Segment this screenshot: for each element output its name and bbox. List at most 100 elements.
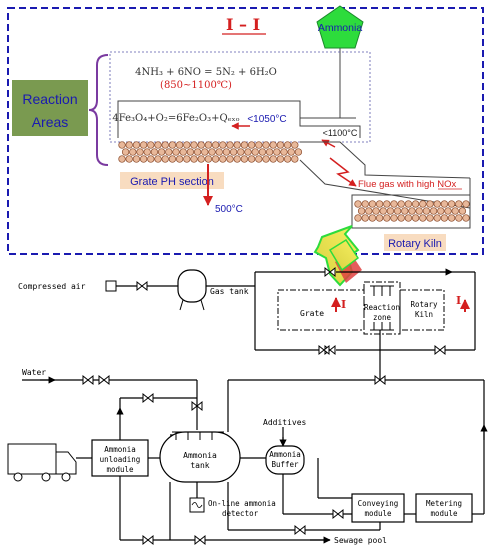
top-panel-border: [7, 7, 484, 255]
pellet: [273, 148, 281, 156]
pellet: [429, 207, 438, 215]
pellet: [294, 148, 303, 156]
metering-module: [415, 493, 473, 523]
pellet: [265, 148, 274, 156]
reaction-areas-box: [12, 80, 88, 136]
pellet: [233, 141, 241, 149]
pellet: [262, 141, 270, 149]
pellet: [197, 155, 205, 163]
pellet: [219, 155, 227, 163]
temp-500: 500°C: [215, 204, 243, 215]
pellet: [247, 141, 256, 149]
flue-gas-label: Flue gas with high NOx: [358, 179, 456, 190]
valve-icon: [332, 508, 344, 520]
pellet: [287, 148, 295, 156]
pellet: [168, 141, 177, 149]
grate-ph-label: Grate PH section: [130, 176, 214, 188]
pellet: [226, 155, 234, 163]
reaction-zone-line1: Reaction: [364, 303, 400, 312]
rotary-kiln-small-line2: Kiln: [415, 310, 433, 319]
pellet: [368, 214, 377, 222]
pellet: [379, 207, 387, 215]
pellet: [147, 155, 155, 163]
pellet: [437, 207, 445, 215]
reaction-areas-line2: Areas: [32, 114, 69, 130]
pellet: [447, 200, 456, 208]
pellet: [280, 148, 288, 156]
pellet: [426, 214, 434, 222]
tank-spray-header: [172, 431, 224, 440]
pellet: [458, 207, 467, 215]
ammonia-buffer-line1: Ammonia: [269, 450, 301, 459]
pellet: [240, 155, 249, 163]
pellet: [172, 148, 180, 156]
pellet: [269, 155, 277, 163]
pellet: [451, 207, 459, 215]
pellet: [204, 141, 213, 149]
pellet: [411, 214, 420, 222]
valve-icon: [318, 344, 330, 356]
injection-nozzles: [370, 285, 394, 331]
pellet: [368, 200, 377, 208]
air-filter-icon: [105, 280, 117, 292]
ammonia-tank-line1: Ammonia: [183, 451, 217, 460]
pellet: [390, 200, 398, 208]
equation-nox: 4NH₃ + 6NO = 5N₂ + 6H₂O: [135, 67, 277, 78]
pellet: [244, 148, 252, 156]
pellet: [136, 148, 144, 156]
pellet: [386, 207, 395, 215]
online-detector-line2: detector: [222, 509, 259, 518]
valve-icon: [191, 400, 203, 412]
tanker-truck-icon: [7, 443, 77, 482]
pellet: [462, 214, 470, 222]
pellet: [240, 141, 249, 149]
pellet: [147, 141, 155, 149]
grate-hood-outline: [117, 100, 361, 138]
pellet: [168, 155, 177, 163]
gas-tank-leg-left: [179, 299, 184, 311]
valve-icon: [374, 374, 386, 386]
online-detector-line1: On-line ammonia: [208, 499, 276, 508]
pellet: [175, 155, 184, 163]
ammonia-buffer-line2: Buffer: [271, 460, 299, 469]
pellet: [365, 207, 373, 215]
temp-1100-arrow: [321, 139, 336, 148]
pellet: [291, 141, 299, 149]
pellet: [433, 200, 441, 208]
pellet: [283, 155, 292, 163]
pellet: [444, 207, 452, 215]
pellet: [219, 141, 227, 149]
pellet: [401, 207, 409, 215]
pellet: [276, 155, 285, 163]
pellet: [422, 207, 431, 215]
valve-icon: [434, 344, 446, 356]
grate-label: Grate: [300, 309, 324, 318]
pellet: [269, 141, 277, 149]
section-title: I – I: [226, 15, 260, 34]
equation-fe: 4Fe₃O₄+O₂=6Fe₂O₃+Qₑₓₒ: [112, 113, 239, 124]
pellet: [125, 141, 133, 149]
ammonia-tank-line2: tank: [190, 461, 209, 470]
section-mark-right: I: [456, 294, 461, 307]
pellet: [404, 214, 413, 222]
pellet: [154, 141, 162, 149]
pellet: [419, 200, 427, 208]
pellet: [183, 155, 191, 163]
reaction-brace: [88, 54, 109, 166]
kiln-pellet-bed: [354, 200, 470, 222]
pellet: [222, 148, 231, 156]
pellet: [375, 214, 384, 222]
pellet: [165, 148, 173, 156]
pellet: [118, 155, 126, 163]
pellet: [132, 141, 141, 149]
pellet: [211, 141, 220, 149]
valve-icon: [142, 534, 154, 546]
pellet: [397, 200, 405, 208]
temp-1100: <1100°C: [323, 128, 358, 138]
pellet: [183, 141, 191, 149]
pellet: [237, 148, 245, 156]
pellet: [121, 148, 130, 156]
ammonia-buffer: [265, 445, 305, 475]
pellet: [175, 141, 184, 149]
kiln-top-line: [300, 141, 471, 179]
